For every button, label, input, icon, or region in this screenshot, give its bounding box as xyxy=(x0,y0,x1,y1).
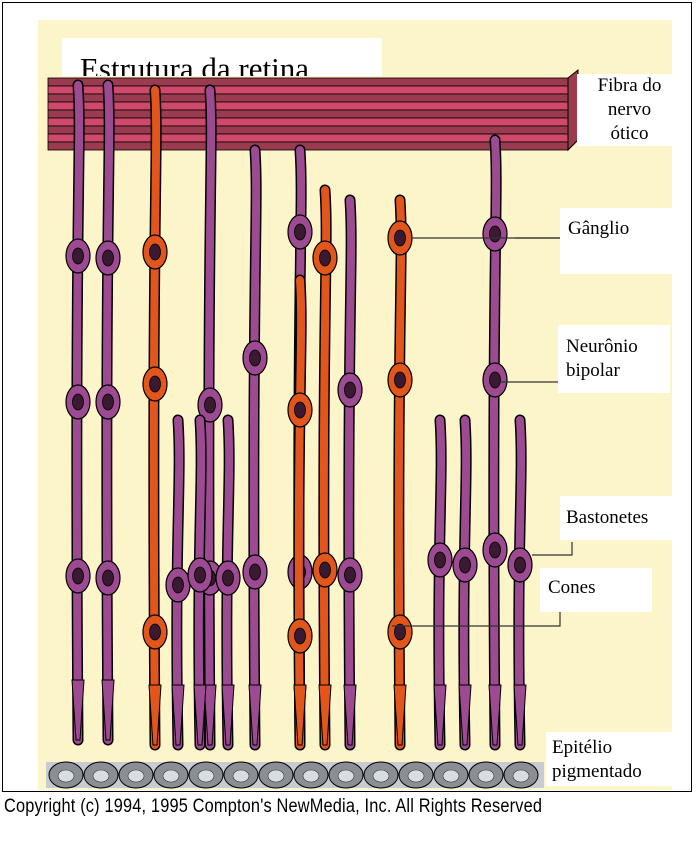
cell-nucleus xyxy=(173,577,184,593)
epithelium-nucleus xyxy=(58,770,74,782)
cell-process xyxy=(254,150,256,745)
nerve-fiber xyxy=(48,118,568,126)
nerve-fiber xyxy=(48,110,568,118)
cell-nucleus xyxy=(250,350,261,366)
diagram-title: Estrutura da retina xyxy=(80,51,309,76)
pigment-epithelium xyxy=(46,762,544,788)
cell-nucleus xyxy=(150,244,161,260)
cell-nucleus xyxy=(223,570,234,586)
epithelium-nucleus xyxy=(303,770,319,782)
cell-nucleus xyxy=(295,628,306,644)
cell-nucleus xyxy=(395,230,406,246)
cell-nucleus xyxy=(490,372,501,388)
cell-nucleus xyxy=(395,372,406,388)
nerve-fiber xyxy=(48,102,568,110)
cell-nucleus xyxy=(103,250,114,266)
cell-nucleus xyxy=(320,562,331,578)
cell-nucleus xyxy=(250,564,261,580)
cell-process xyxy=(399,200,401,745)
cell-nucleus xyxy=(73,568,84,584)
cell-nucleus xyxy=(205,397,216,413)
epithelium-nucleus xyxy=(373,770,389,782)
cell-nucleus xyxy=(73,394,84,410)
copyright-notice: Copyright (c) 1994, 1995 Compton's NewMe… xyxy=(4,796,542,818)
cell-nucleus xyxy=(103,394,114,410)
nerve-fiber xyxy=(48,94,568,102)
cell-nucleus xyxy=(320,250,331,266)
cell-nucleus xyxy=(435,552,446,568)
cell-nucleus xyxy=(490,542,501,558)
cell-nucleus xyxy=(460,557,471,573)
cell-nucleus xyxy=(150,376,161,392)
epithelium-nucleus xyxy=(163,770,179,782)
epithelium-nucleus xyxy=(128,770,144,782)
epithelium-nucleus xyxy=(268,770,284,782)
label-pigment-epithelium: Epitélio pigmentado xyxy=(546,732,672,786)
cell-nucleus xyxy=(103,570,114,586)
cell-nucleus xyxy=(345,382,356,398)
label-rods: Bastonetes xyxy=(560,496,672,540)
epithelium-nucleus xyxy=(338,770,354,782)
label-optic-nerve-fiber: Fibra do nervo ótico xyxy=(577,74,682,146)
epithelium-nucleus xyxy=(478,770,494,782)
epithelium-nucleus xyxy=(233,770,249,782)
label-bipolar-neuron: Neurônio bipolar xyxy=(558,325,670,393)
cell-nucleus xyxy=(73,248,84,264)
epithelium-nucleus xyxy=(513,770,529,782)
cell-process xyxy=(299,280,301,745)
cell-nucleus xyxy=(150,624,161,640)
cell-nucleus xyxy=(345,567,356,583)
cell-nucleus xyxy=(195,567,206,583)
title-box: Estrutura da retina xyxy=(62,38,382,76)
nerve-fiber xyxy=(48,86,568,94)
epithelium-nucleus xyxy=(198,770,214,782)
cell-nucleus xyxy=(295,224,306,240)
label-ganglion: Gânglio xyxy=(560,208,672,274)
cell-nucleus xyxy=(515,557,526,573)
nerve-fiber xyxy=(48,126,568,134)
epithelium-nucleus xyxy=(443,770,459,782)
cell-process xyxy=(349,200,351,745)
label-cones: Cones xyxy=(540,568,652,612)
cell-nucleus xyxy=(490,226,501,242)
epithelium-nucleus xyxy=(408,770,424,782)
nerve-fiber xyxy=(48,78,568,86)
cell-nucleus xyxy=(295,402,306,418)
epithelium-nucleus xyxy=(93,770,109,782)
